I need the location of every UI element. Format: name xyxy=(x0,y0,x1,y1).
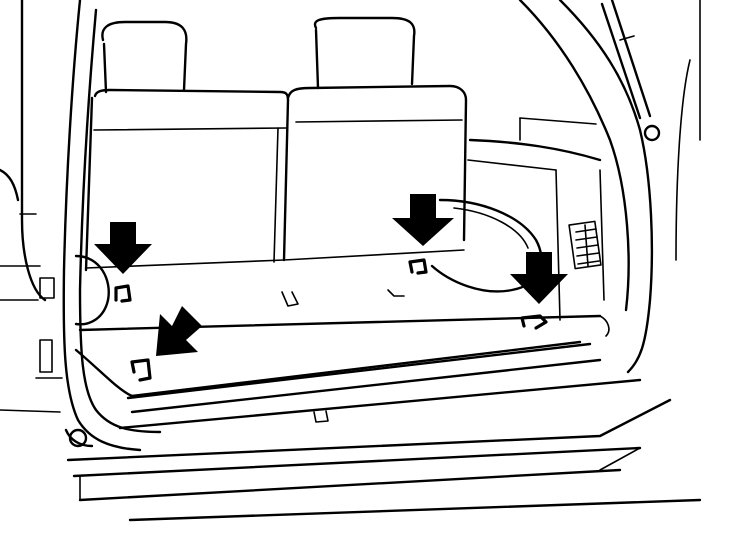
vent-grille-icon xyxy=(568,220,602,270)
rear-bumper xyxy=(64,342,702,522)
tie-down-hook-left-front xyxy=(130,358,152,382)
left-body-details xyxy=(0,213,63,413)
side-trim-panel xyxy=(467,117,605,321)
rear-seat xyxy=(84,16,468,272)
tie-down-hook-center xyxy=(408,258,428,275)
arrow-diagonal-icon xyxy=(156,306,202,356)
cargo-floor xyxy=(74,289,610,398)
tie-down-hook-left-rear xyxy=(114,284,132,303)
gas-strut xyxy=(600,0,661,142)
arrow-down-icon xyxy=(94,222,152,274)
arrow-down-icon xyxy=(510,252,568,304)
tie-down-hook-right xyxy=(520,314,548,330)
arrow-down-icon xyxy=(392,194,454,246)
left-wheel-arch xyxy=(74,254,110,326)
